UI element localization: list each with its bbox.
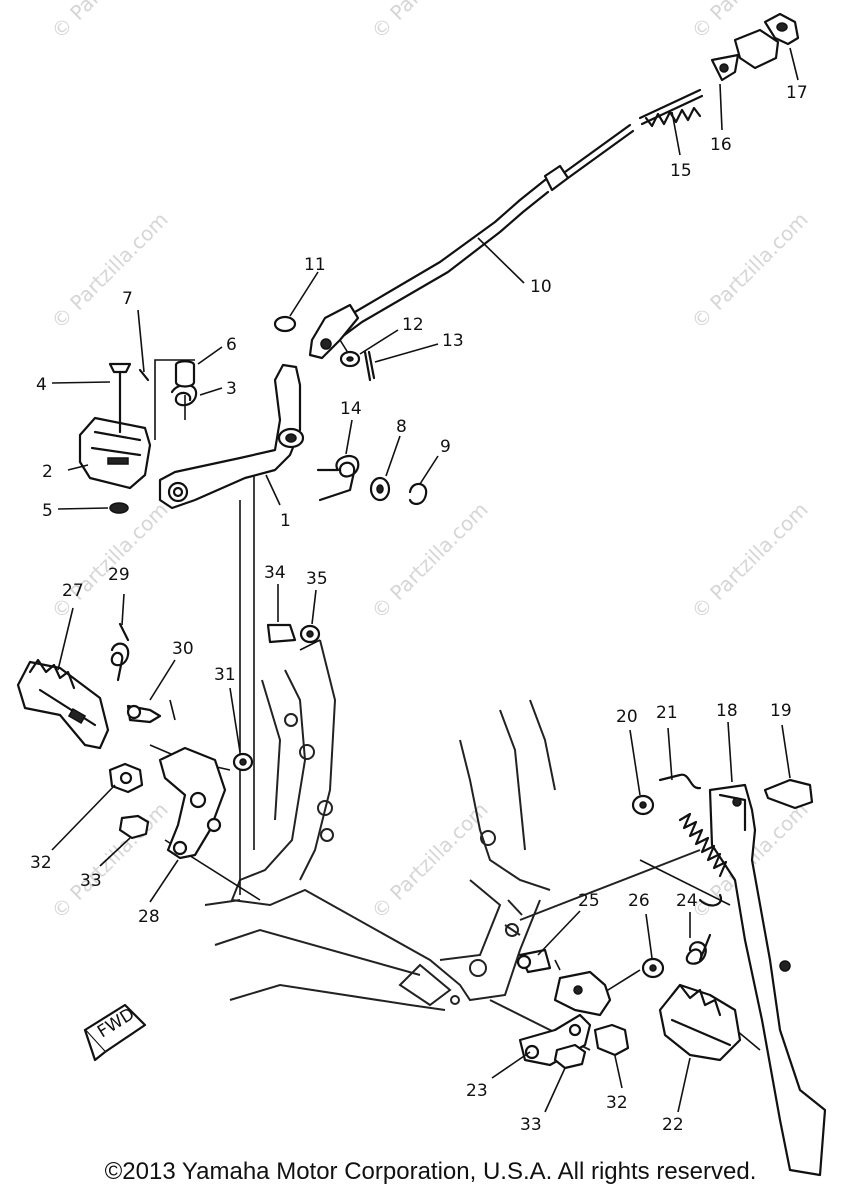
watermark: © Partzilla.com — [367, 797, 493, 923]
callout-8: 8 — [396, 417, 407, 437]
callout-30: 30 — [172, 639, 194, 659]
callout-31: 31 — [214, 665, 236, 685]
callout-6: 6 — [226, 335, 237, 355]
callout-16: 16 — [710, 135, 732, 155]
frame-outline — [204, 639, 701, 1051]
watermark: © Partzilla.com — [47, 207, 173, 333]
callout-11: 11 — [304, 255, 326, 275]
callout-33-left: 33 — [80, 871, 102, 891]
callout-19: 19 — [770, 701, 792, 721]
callout-24: 24 — [676, 891, 698, 911]
callout-numbers: 1 2 3 4 5 6 7 8 9 10 11 12 13 14 15 16 1… — [30, 83, 808, 1135]
callout-35: 35 — [306, 569, 328, 589]
callout-32-right: 32 — [606, 1093, 628, 1113]
callout-28: 28 — [138, 907, 160, 927]
copyright-notice: ©2013 Yamaha Motor Corporation, U.S.A. A… — [104, 1158, 757, 1185]
callout-12: 12 — [402, 315, 424, 335]
part-brake-pedal — [158, 363, 305, 510]
callout-27: 27 — [62, 581, 84, 601]
callout-15: 15 — [670, 161, 692, 181]
callout-32-left: 32 — [30, 853, 52, 873]
callout-23: 23 — [466, 1081, 488, 1101]
callout-1: 1 — [280, 511, 291, 531]
watermark: © Partzilla.com — [47, 797, 173, 923]
part-sidestand-assembly — [516, 773, 827, 1177]
callout-7: 7 — [122, 289, 133, 309]
callout-2: 2 — [42, 462, 53, 482]
watermark: © Partzilla.com — [687, 207, 813, 333]
watermark-layer: © Partzilla.com © Partzilla.com © Partzi… — [47, 0, 813, 924]
callout-5: 5 — [42, 501, 53, 521]
callout-33-right: 33 — [520, 1115, 542, 1135]
callout-20: 20 — [616, 707, 638, 727]
callout-leaders — [51, 47, 799, 1113]
callout-21: 21 — [656, 703, 678, 723]
callout-10: 10 — [530, 277, 552, 297]
part-small-hardware-top — [108, 360, 198, 514]
part-spring-washer-clip — [316, 454, 428, 506]
part-left-footpeg-assembly — [16, 622, 321, 860]
callout-26: 26 — [628, 891, 650, 911]
callout-34: 34 — [264, 563, 286, 583]
callout-9: 9 — [440, 437, 451, 457]
callout-17: 17 — [786, 83, 808, 103]
fwd-arrow: FWD — [83, 1003, 147, 1062]
assembly-guide-lines — [149, 331, 761, 1051]
callout-14: 14 — [340, 399, 362, 419]
callout-29: 29 — [108, 565, 130, 585]
watermark: © Partzilla.com — [47, 0, 173, 44]
watermark: © Partzilla.com — [47, 497, 173, 623]
callout-22: 22 — [662, 1115, 684, 1135]
callout-3: 3 — [226, 379, 237, 399]
callout-18: 18 — [716, 701, 738, 721]
watermark: © Partzilla.com — [367, 497, 493, 623]
part-brake-rod — [273, 12, 800, 382]
callout-4: 4 — [36, 375, 47, 395]
callout-25: 25 — [578, 891, 600, 911]
callout-13: 13 — [442, 331, 464, 351]
part-pedal-pad — [78, 416, 152, 490]
watermark: © Partzilla.com — [367, 0, 493, 44]
watermark: © Partzilla.com — [687, 497, 813, 623]
